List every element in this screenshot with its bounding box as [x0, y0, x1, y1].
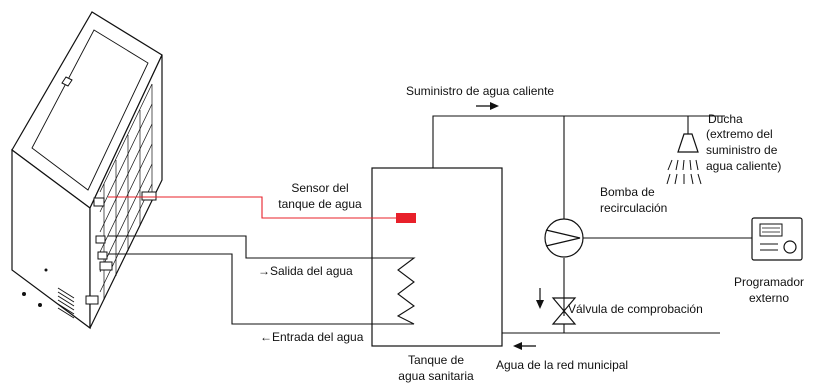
unit-holes: [22, 268, 48, 307]
hot-water-supply-label: Suministro de agua caliente: [406, 84, 555, 98]
sensor-wire: [108, 196, 398, 219]
left-arrow-icon: ←: [260, 330, 272, 344]
piping: [108, 115, 752, 334]
municipal-water-label: Agua de la red municipal: [496, 358, 629, 372]
shower-label-line3: suministro de: [706, 143, 778, 157]
check-valve-label: Válvula de comprobación: [568, 302, 703, 316]
programmer-label-line2: externo: [748, 291, 790, 305]
shower-label-line2: (extremo del: [706, 127, 773, 141]
right-arrow-icon: →: [258, 264, 270, 278]
pump-label-line2: recirculación: [600, 201, 668, 215]
tank-sensor: [396, 213, 416, 223]
pump-label: Bomba de: [600, 185, 655, 199]
sensor-label: Sensor del: [291, 181, 349, 195]
tank-label-line2: agua sanitaria: [398, 369, 474, 383]
programmer-label: Programador: [733, 275, 805, 289]
outdoor-unit: [11, 11, 163, 330]
check-valve: [551, 297, 577, 325]
water-out-label: →Salida del agua: [258, 264, 353, 278]
check-valve-flow-arrow: [536, 288, 544, 309]
water-tank: [371, 167, 503, 347]
shower-label-line4: agua caliente): [706, 159, 782, 173]
recirculation-pump: [544, 218, 584, 258]
municipal-arrow: [513, 342, 536, 350]
hot-supply-arrow: [476, 102, 499, 110]
water-in-label: ←Entrada del agua: [260, 330, 364, 344]
shower-label: Ducha: [708, 112, 743, 126]
programmer-icon: [751, 217, 803, 261]
sensor-label-line2: tanque de agua: [278, 197, 362, 211]
shower-head-icon: [666, 133, 702, 185]
tank-label: Tanque de: [407, 353, 465, 367]
